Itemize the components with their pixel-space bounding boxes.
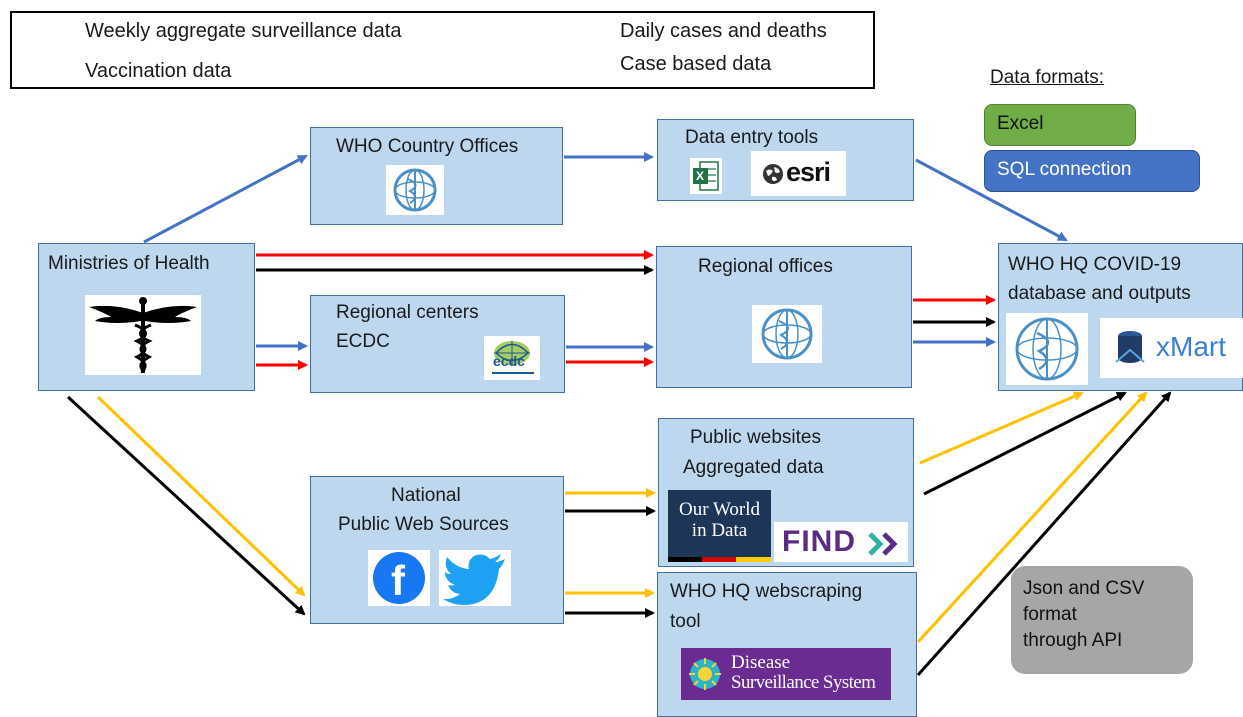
national-sources-box — [310, 476, 564, 624]
owid-wordmark: Our World in Data — [679, 499, 760, 541]
data-formats-title: Data formats: — [990, 67, 1105, 88]
regional-centers-ecdc-label: ECDC — [336, 331, 390, 352]
dss-line2: Surveillance System — [731, 672, 876, 693]
webscraping-tool-label: tool — [670, 611, 701, 632]
webscraping-label: WHO HQ webscraping — [670, 581, 863, 602]
twitter-icon — [443, 554, 505, 605]
who-emblem-icon — [386, 165, 444, 215]
arrow-ministries-country-offices — [143, 154, 308, 244]
public-websites-label: Public websites — [690, 427, 821, 448]
owid-logo: Our World in Data — [668, 490, 771, 562]
dss-logo: Disease Surveillance System — [681, 648, 891, 700]
national-label: National — [391, 485, 461, 506]
dss-virus-icon — [689, 658, 721, 690]
find-logo: FIND — [774, 522, 908, 562]
find-wordmark: FIND — [782, 525, 856, 558]
data-entry-label: Data entry tools — [685, 127, 819, 148]
esri-globe-icon — [763, 164, 783, 184]
arrow-webscraping-hq-vaccination — [916, 391, 1148, 644]
api-format-note: Json and CSV format through API — [1011, 566, 1193, 674]
arrow-data-entry-hq — [915, 158, 1068, 242]
regional-offices-label: Regional offices — [698, 256, 833, 277]
facebook-glyph: f — [391, 557, 405, 604]
sql-format-label: SQL connection — [997, 159, 1132, 180]
xmart-icon — [1115, 331, 1145, 363]
facebook-icon — [373, 552, 425, 604]
arrow-websites-hq-daily — [923, 391, 1127, 496]
ecdc-subtext-line — [492, 372, 534, 374]
hq-label-line2: database and outputs — [1008, 283, 1191, 304]
esri-logo: esri — [751, 151, 846, 196]
legend-daily-label: Daily cases and deaths — [620, 20, 827, 42]
ministries-label: Ministries of Health — [48, 253, 210, 274]
ecdc-wordmark: ecdc — [493, 353, 525, 369]
esri-wordmark: esri — [786, 157, 831, 187]
hq-label-line1: WHO HQ COVID-19 — [1008, 254, 1182, 275]
arrow-websites-hq-vaccination — [919, 391, 1084, 465]
legend: Weekly aggregate surveillance data Vacci… — [10, 11, 875, 89]
who-emblem-icon — [752, 305, 822, 363]
regional-centers-label: Regional centers — [336, 302, 479, 323]
legend-case-based-label: Case based data — [620, 53, 772, 75]
excel-icon: X — [690, 158, 722, 194]
xmart-wordmark: xMart — [1156, 331, 1226, 362]
dss-line1: Disease — [731, 652, 791, 673]
aggregated-data-label: Aggregated data — [683, 457, 824, 478]
country-offices-label: WHO Country Offices — [336, 136, 519, 157]
who-emblem-icon — [1006, 313, 1088, 385]
twitter-tile — [439, 550, 511, 606]
public-web-sources-label: Public Web Sources — [338, 514, 509, 535]
arrow-ministries-national-daily — [66, 395, 306, 616]
owid-flag-stripe — [668, 557, 771, 562]
caduceus-icon — [85, 295, 201, 375]
excel-format-label: Excel — [997, 113, 1044, 134]
sql-format-badge: SQL connection — [984, 150, 1200, 192]
arrow-ministries-national-vaccination — [96, 395, 306, 597]
arrow-webscraping-hq-daily — [916, 391, 1172, 676]
legend-weekly-label: Weekly aggregate surveillance data — [85, 20, 402, 42]
ecdc-emblem — [494, 341, 530, 365]
facebook-tile: f — [368, 550, 430, 606]
excel-glyph: X — [696, 169, 705, 183]
find-chevrons-icon — [868, 532, 898, 556]
excel-format-badge: Excel — [984, 104, 1136, 146]
xmart-logo: xMart — [1100, 318, 1243, 378]
legend-vaccination-label: Vaccination data — [85, 60, 232, 82]
ecdc-logo-icon: ecdc — [484, 336, 540, 380]
